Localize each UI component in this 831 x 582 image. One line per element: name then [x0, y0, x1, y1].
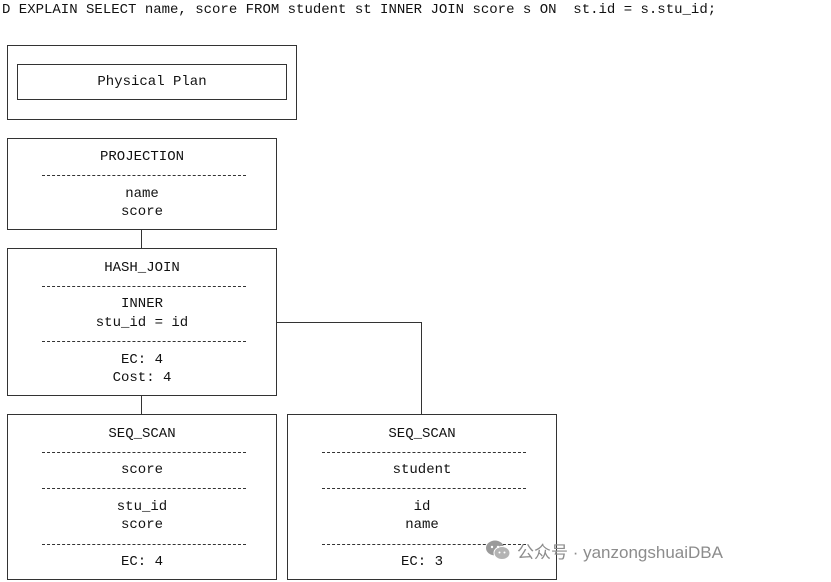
seq-scan-right-ec: EC: 3	[400, 554, 443, 570]
seq-scan-right-table: student	[392, 462, 452, 478]
hash-join-divider-2	[42, 341, 246, 342]
projection-node: PROJECTION name score	[7, 138, 277, 230]
seq-scan-right-column-1: id	[413, 499, 431, 515]
seq-scan-right-title: SEQ_SCAN	[388, 426, 456, 442]
hash-join-condition: stu_id = id	[95, 315, 189, 331]
connector-hashjoin-right-vertical	[421, 322, 422, 414]
seq-scan-left-title: SEQ_SCAN	[108, 426, 176, 442]
seq-scan-right-column-2: name	[405, 517, 439, 533]
connector-projection-hashjoin	[141, 230, 142, 248]
seq-scan-left-node: SEQ_SCAN score stu_id score EC: 4	[7, 414, 277, 580]
watermark-text: 公众号 · yanzongshuaiDBA	[517, 542, 723, 562]
wechat-icon	[486, 540, 511, 560]
physical-plan-title: Physical Plan	[17, 64, 287, 100]
hash-join-node: HASH_JOIN INNER stu_id = id EC: 4 Cost: …	[7, 248, 277, 396]
seq-scan-right-node: SEQ_SCAN student id name EC: 3	[287, 414, 557, 580]
hash-join-divider-1	[42, 286, 246, 287]
hash-join-title: HASH_JOIN	[104, 260, 180, 276]
seq-scan-left-divider-2	[42, 488, 246, 489]
hash-join-cost: Cost: 4	[112, 370, 172, 386]
projection-field-name: name	[125, 186, 159, 202]
projection-divider	[42, 175, 246, 176]
connector-hashjoin-left-scan	[141, 396, 142, 414]
projection-field-score: score	[120, 204, 163, 220]
projection-title: PROJECTION	[99, 149, 184, 165]
hash-join-ec: EC: 4	[120, 352, 163, 368]
seq-scan-right-divider-1	[322, 452, 526, 453]
seq-scan-left-divider-3	[42, 544, 246, 545]
seq-scan-left-ec: EC: 4	[120, 554, 163, 570]
seq-scan-right-divider-3	[322, 544, 526, 545]
hash-join-type: INNER	[120, 296, 163, 312]
explain-command: D EXPLAIN SELECT name, score FROM studen…	[2, 2, 717, 18]
seq-scan-left-column-2: score	[120, 517, 163, 533]
watermark: 公众号 · yanzongshuaiDBA	[485, 537, 723, 563]
seq-scan-left-table: score	[120, 462, 163, 478]
connector-hashjoin-right-horizontal	[277, 322, 422, 323]
seq-scan-right-divider-2	[322, 488, 526, 489]
physical-plan-box: Physical Plan	[7, 45, 297, 120]
seq-scan-left-column-1: stu_id	[116, 499, 168, 515]
seq-scan-left-divider-1	[42, 452, 246, 453]
